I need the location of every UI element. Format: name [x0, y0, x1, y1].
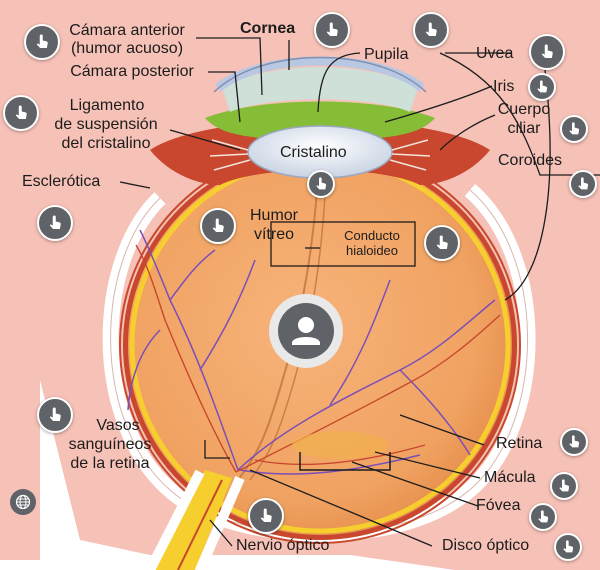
tap-hand-icon [326, 22, 338, 36]
label-disco-optico: Disco óptico [442, 537, 530, 554]
label-iris: Iris [493, 78, 515, 95]
leader-lines [119, 37, 600, 547]
tap-hand-icon [538, 510, 549, 523]
label-pupila: Pupila [364, 46, 409, 63]
tap-hand-icon [537, 80, 548, 93]
label-fovea: Fóvea [476, 497, 521, 514]
hyaloid-canal [237, 177, 319, 481]
label-humor-acuoso: (humor acuoso) [70, 40, 184, 57]
hotspot-disco-optico[interactable] [554, 533, 582, 561]
label-cuerpo: Cuerpo [497, 101, 551, 118]
tap-hand-icon [578, 177, 589, 190]
label-camara-posterior: Cámara posterior [70, 63, 194, 80]
hotspot-pupila[interactable] [413, 12, 449, 48]
label-cornea: Cornea [240, 20, 296, 37]
hotspot-macula[interactable] [550, 472, 578, 500]
label-coroides: Coroides [498, 152, 563, 169]
hotspot-uvea[interactable] [529, 34, 565, 70]
macula-bracket [299, 452, 391, 471]
hotspot-retina[interactable] [560, 428, 588, 456]
tap-hand-icon [212, 218, 224, 232]
tap-hand-icon [563, 540, 574, 553]
tap-hand-icon [36, 34, 48, 48]
label-nervio-optico: Nervio óptico [236, 537, 330, 554]
label-humor: Humor [249, 207, 298, 224]
hotspot-esclerotica[interactable] [37, 205, 73, 241]
label-esclerotica: Esclerótica [22, 173, 101, 190]
label-cristalino: Cristalino [280, 144, 347, 161]
tap-hand-icon [425, 22, 437, 36]
macula-area [292, 431, 388, 459]
label-camara-anterior: Cámara anterior [69, 22, 185, 39]
label-uvea: Uvea [476, 45, 514, 62]
label-vasos-1: Vasos [96, 417, 140, 434]
globe-icon [15, 494, 31, 510]
hotspot-vasos-sanguineos[interactable] [37, 397, 73, 433]
label-macula: Mácula [484, 469, 536, 486]
hotspot-humor-vitreo[interactable] [200, 208, 236, 244]
label-vasos-3: de la retina [70, 455, 150, 472]
label-ciliar: ciliar [507, 120, 541, 137]
globe-button[interactable] [10, 489, 36, 515]
tap-hand-icon [260, 508, 272, 522]
hotspot-conducto-hialoideo[interactable] [424, 225, 460, 261]
label-hialoideo: hialoideo [345, 243, 399, 258]
hotspot-cuerpo-ciliar[interactable] [560, 115, 588, 143]
tap-hand-icon [49, 215, 61, 229]
retinal-vessels [127, 229, 496, 475]
tap-hand-icon [316, 177, 327, 190]
iris-band [205, 101, 435, 140]
hotspot-ligamento[interactable] [3, 95, 39, 131]
user-avatar-icon [292, 317, 320, 345]
retinal-arteries [135, 244, 501, 473]
label-conducto: Conducto [344, 228, 400, 243]
hotspot-iris[interactable] [528, 73, 556, 101]
tap-hand-icon [559, 479, 570, 492]
hyaloid-canal-2 [249, 177, 327, 481]
tap-hand-icon [436, 235, 448, 249]
label-ligamento-2: de suspensión [54, 116, 158, 133]
hotspot-cristalino[interactable] [307, 170, 335, 198]
avatar [278, 303, 334, 359]
optic-nerve-vessel [177, 479, 223, 570]
label-vitreo: vítreo [253, 226, 294, 243]
suspensory-ligaments-left [209, 139, 251, 171]
tap-hand-icon [15, 105, 27, 119]
label-ligamento-3: del cristalino [61, 135, 151, 152]
suspensory-ligaments-right [389, 139, 431, 171]
tap-hand-icon [49, 407, 61, 421]
tap-hand-icon [569, 435, 580, 448]
optic-nerve [150, 470, 232, 570]
avatar-button[interactable] [269, 294, 343, 368]
label-retina: Retina [496, 435, 543, 452]
label-ligamento-1: Ligamento [69, 97, 145, 114]
hotspot-fovea[interactable] [529, 503, 557, 531]
tap-hand-icon [569, 122, 580, 135]
optic-nerve-sheath [145, 469, 245, 570]
hotspot-coroides[interactable] [569, 170, 597, 198]
tap-hand-icon [541, 44, 553, 58]
hotspot-cornea[interactable] [314, 12, 350, 48]
hotspot-camara-anterior[interactable] [24, 24, 60, 60]
label-vasos-2: sanguíneos [68, 436, 152, 453]
hotspot-nervio-optico[interactable] [248, 498, 284, 534]
